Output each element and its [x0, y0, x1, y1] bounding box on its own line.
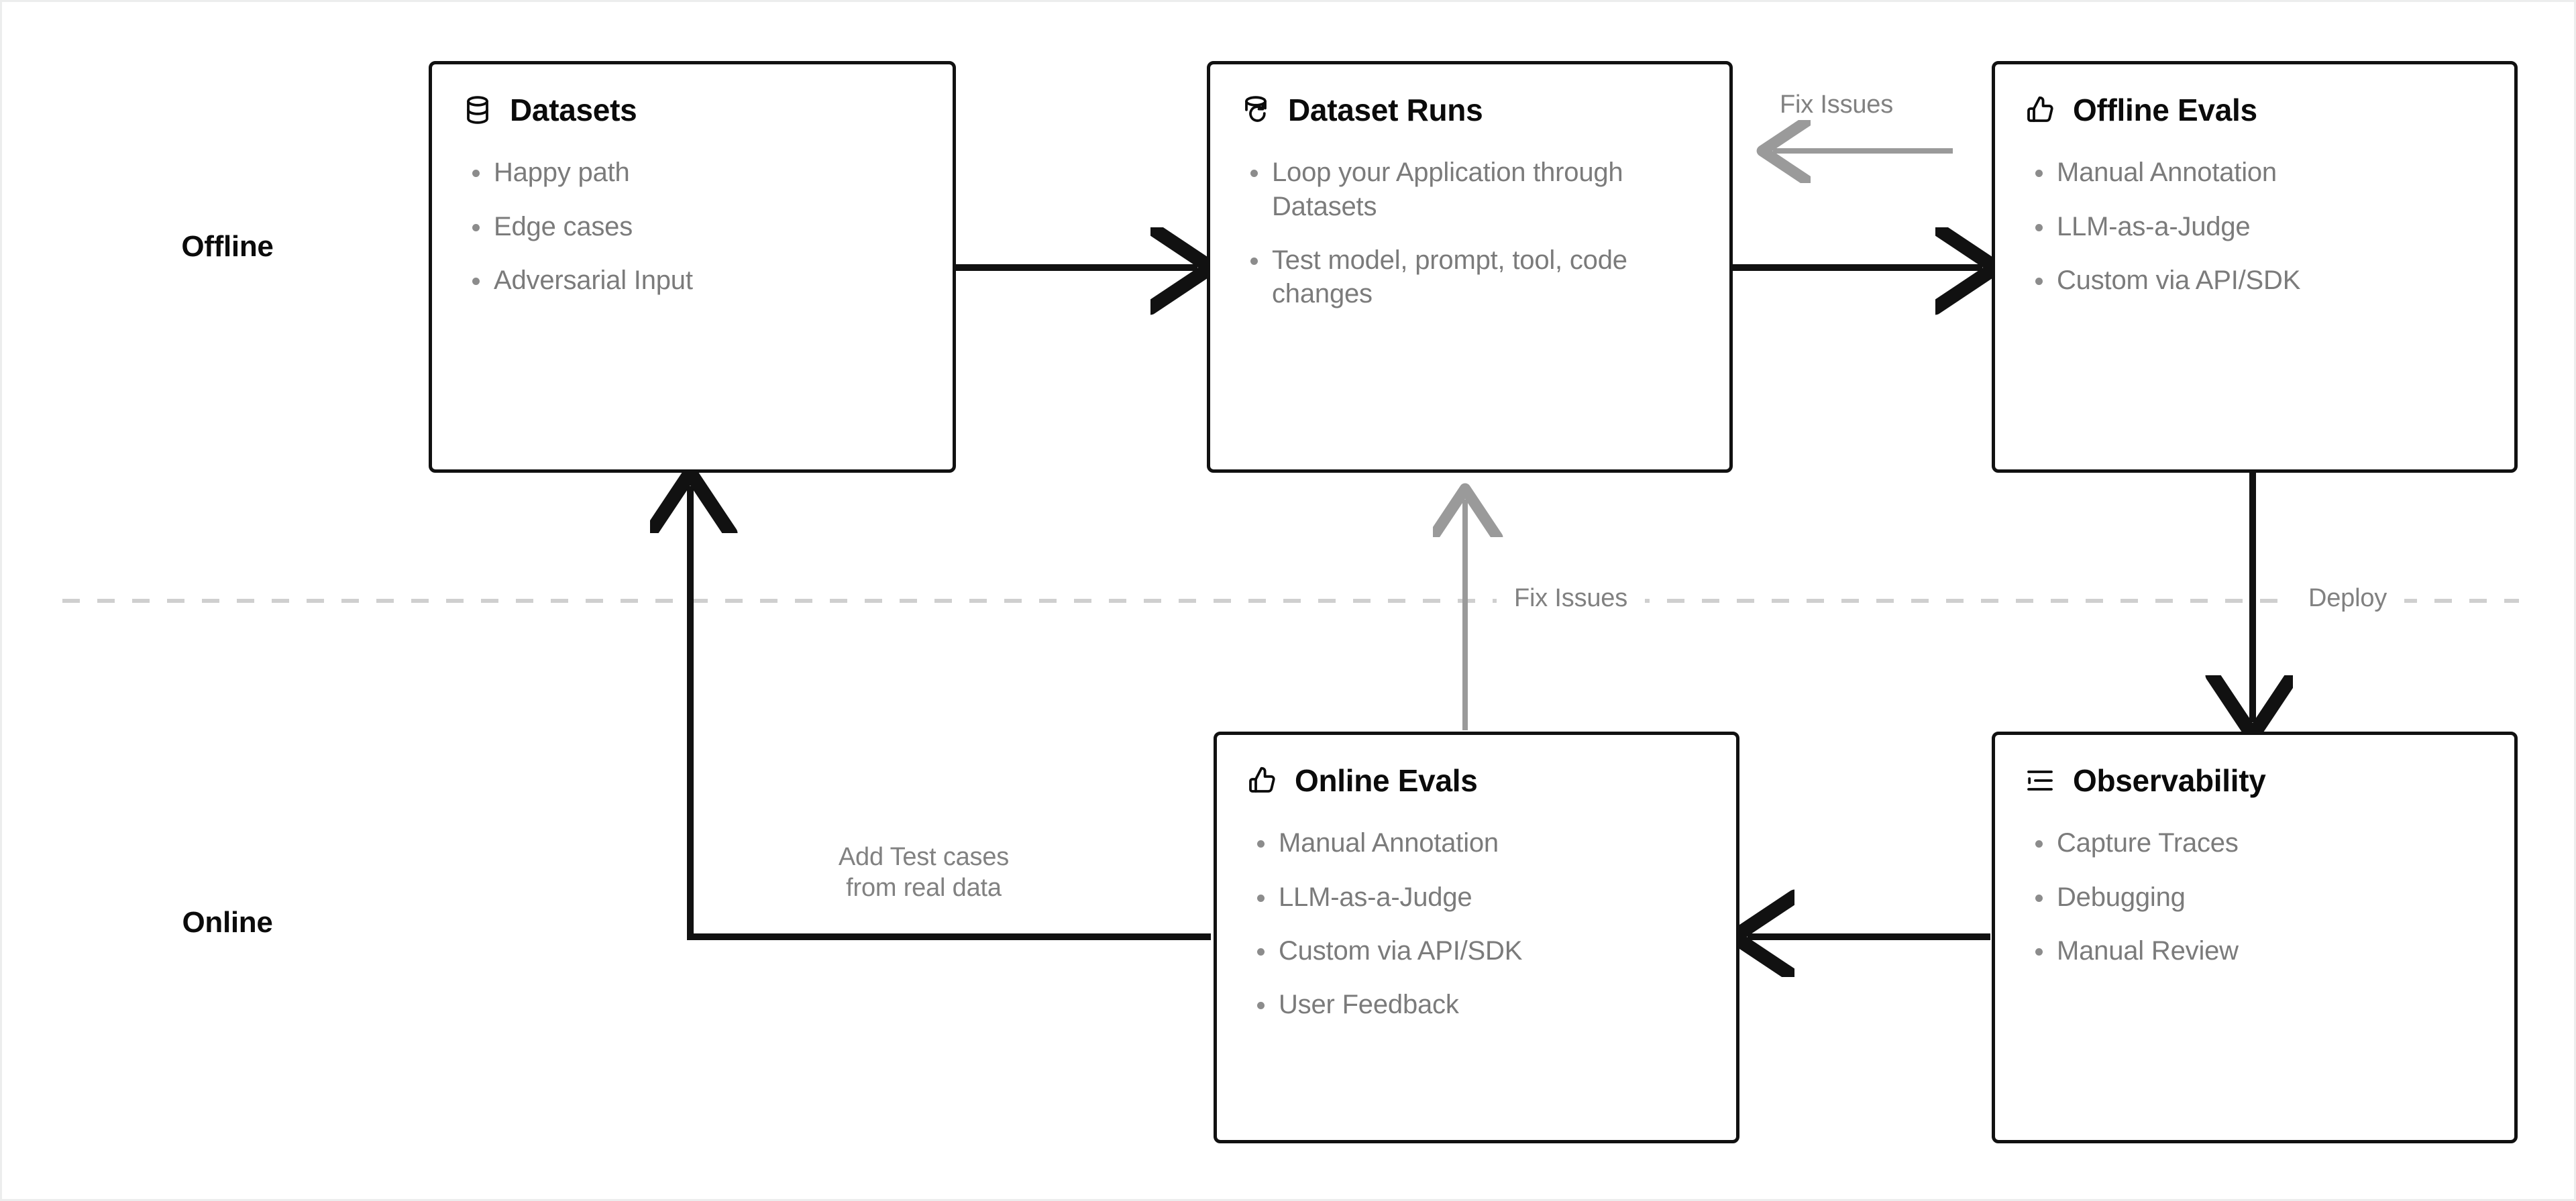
list-item: Adversarial Input	[462, 264, 923, 297]
database-icon	[467, 96, 488, 124]
node-offline-evals-bullets: Manual Annotation LLM-as-a-Judge Custom …	[2025, 156, 2485, 297]
node-offline-evals-header: Offline Evals	[2025, 94, 2485, 126]
thumbs-up-icon	[1249, 767, 1275, 793]
list-item: User Feedback	[1246, 988, 1707, 1021]
node-dataset-runs-bullets: Loop your Application through Datasets T…	[1240, 156, 1700, 311]
node-online-evals-header: Online Evals	[1246, 764, 1707, 797]
node-dataset-runs[interactable]: Dataset Runs Loop your Application throu…	[1207, 61, 1733, 473]
node-datasets-title: Datasets	[510, 93, 637, 127]
list-item: LLM-as-a-Judge	[1246, 880, 1707, 914]
add-test-cases-line-1: Add Test cases	[838, 843, 1010, 871]
node-observability[interactable]: Observability Capture Traces Debugging M…	[1992, 732, 2518, 1143]
node-datasets[interactable]: Datasets Happy path Edge cases Adversari…	[429, 61, 956, 473]
lane-label-online: Online	[182, 906, 273, 939]
node-datasets-header: Datasets	[462, 94, 923, 126]
node-datasets-bullets: Happy path Edge cases Adversarial Input	[462, 156, 923, 297]
node-online-evals-bullets: Manual Annotation LLM-as-a-Judge Custom …	[1246, 826, 1707, 1022]
node-online-evals[interactable]: Online Evals Manual Annotation LLM-as-a-…	[1214, 732, 1739, 1143]
list-item: Manual Annotation	[2025, 156, 2485, 189]
list-item: Edge cases	[462, 210, 923, 243]
thumbs-up-icon	[2027, 97, 2053, 123]
list-item: Custom via API/SDK	[2025, 264, 2485, 297]
list-tree-icon	[2027, 770, 2053, 791]
edge-label-add-test-cases: Add Test cases from real data	[803, 842, 1044, 904]
list-item: Loop your Application through Datasets	[1240, 156, 1700, 223]
edge-label-deploy: Deploy	[2291, 583, 2405, 614]
list-item: Test model, prompt, tool, code changes	[1240, 243, 1700, 311]
list-item: Manual Annotation	[1246, 826, 1707, 860]
node-offline-evals-title: Offline Evals	[2073, 93, 2257, 127]
list-item: LLM-as-a-Judge	[2025, 210, 2485, 243]
list-item: Manual Review	[2025, 934, 2485, 968]
list-item: Capture Traces	[2025, 826, 2485, 860]
lane-label-offline: Offline	[181, 230, 274, 263]
node-dataset-runs-title: Dataset Runs	[1288, 93, 1483, 127]
list-item: Debugging	[2025, 880, 2485, 914]
edge-label-fix-issues-middle: Fix Issues	[1497, 583, 1646, 614]
list-item: Custom via API/SDK	[1246, 934, 1707, 968]
add-test-cases-line-2: from real data	[846, 874, 1002, 903]
node-online-evals-title: Online Evals	[1295, 763, 1478, 798]
edge-label-fix-issues-top: Fix Issues	[1770, 89, 1903, 121]
node-observability-bullets: Capture Traces Debugging Manual Review	[2025, 826, 2485, 968]
node-dataset-runs-header: Dataset Runs	[1240, 94, 1700, 126]
list-item: Happy path	[462, 156, 923, 189]
node-offline-evals[interactable]: Offline Evals Manual Annotation LLM-as-a…	[1992, 61, 2518, 473]
node-observability-header: Observability	[2025, 764, 2485, 797]
node-observability-title: Observability	[2073, 763, 2266, 798]
database-refresh-icon	[1245, 96, 1267, 122]
